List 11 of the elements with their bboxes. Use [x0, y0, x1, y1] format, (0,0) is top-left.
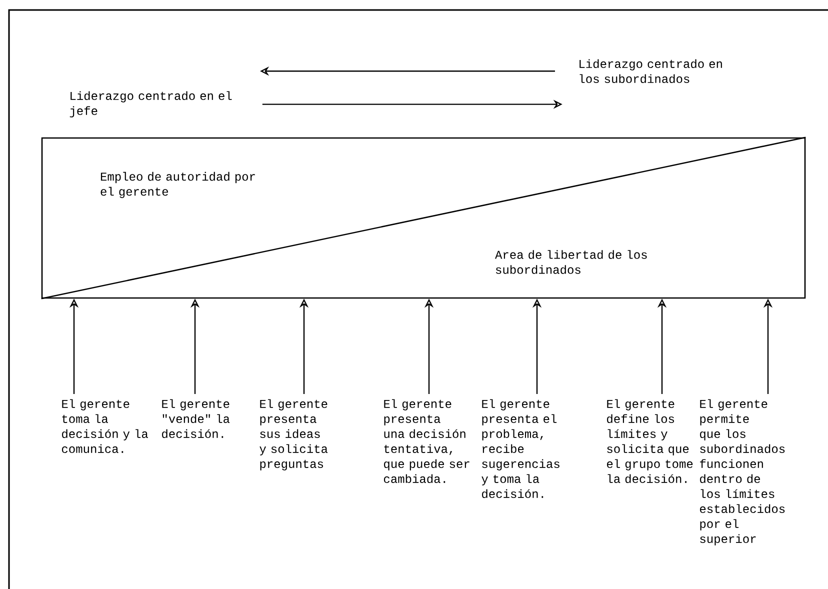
- area-label: Area de libertad de los subordinados: [495, 250, 647, 274]
- step-text: El gerente toma la decisión y la comunica.: [62, 399, 148, 453]
- step-text: El gerente presenta sus ideas y solicita preguntas: [260, 399, 328, 470]
- step-text: El gerente presenta el problema, recibe sugerencias y toma la decisión.: [482, 399, 560, 498]
- area-label: Empleo de autoridad por el gerente: [100, 172, 255, 198]
- heading-text: Liderazgo centrado en el jefe: [70, 91, 232, 118]
- step-text: El gerente presenta una decisión tentativa, que puede ser cambiada.: [384, 399, 470, 484]
- step-text: El gerente define los límites y solicita que el grupo tome la decisión.: [606, 399, 693, 484]
- heading-text: Liderazgo centrado en los subordinados: [580, 59, 722, 84]
- step-text: El gerente permite que los subordinados funcionen dentro de los límites establecidos por el superior: [700, 399, 785, 546]
- step-text: El gerente "vende" la decisión.: [162, 399, 230, 438]
